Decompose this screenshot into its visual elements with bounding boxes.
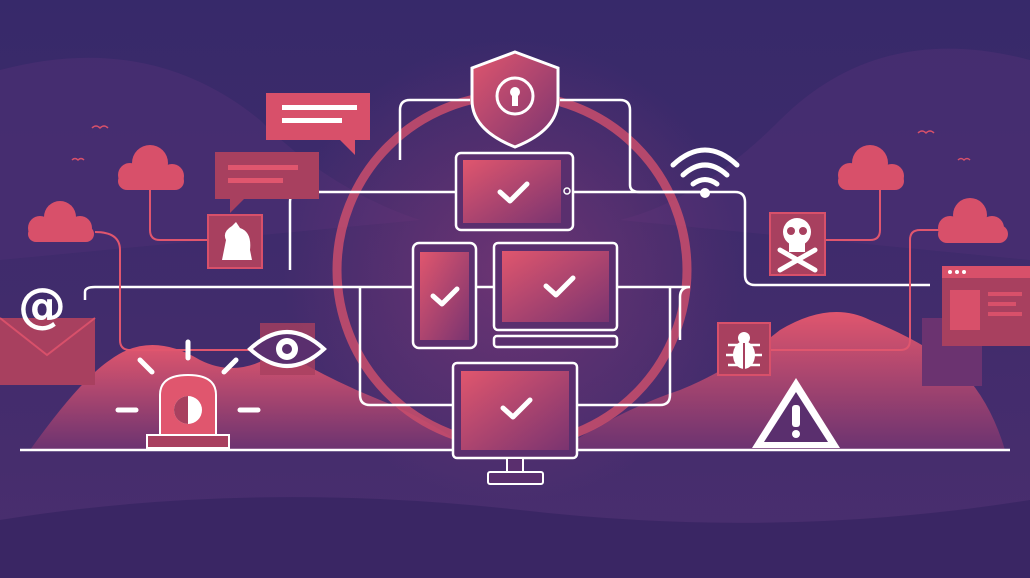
wifi-icon <box>670 147 740 198</box>
network-lines <box>20 98 1010 452</box>
browser-window-icons <box>922 266 1030 386</box>
cloud-icon <box>838 145 904 190</box>
at-symbol: @ <box>18 278 66 334</box>
accent-lines <box>94 190 945 351</box>
checkmark-icon <box>497 181 530 204</box>
eye-icon <box>247 323 327 375</box>
phone-device <box>411 241 478 350</box>
birds <box>71 125 971 162</box>
warning-triangle-icon <box>752 378 840 448</box>
siren-alarm-icon <box>115 339 261 449</box>
checkmark-icon <box>500 397 533 420</box>
tablet-device <box>454 151 575 232</box>
cloud-icon <box>118 145 184 190</box>
shield-lock-icon <box>470 50 560 149</box>
email-envelope-icon <box>0 317 96 385</box>
chess-knight-icon <box>207 214 263 269</box>
monitor-device <box>451 361 579 485</box>
checkmark-icon <box>430 286 460 307</box>
laptop-device <box>492 241 619 349</box>
chat-bubble-icon <box>215 93 370 213</box>
bug-icon <box>717 322 771 376</box>
hill-left <box>30 345 470 450</box>
checkmark-icon <box>543 275 576 298</box>
hill-right <box>560 312 1005 450</box>
cloud-icon <box>28 201 94 242</box>
skull-crossbones-icon <box>769 212 826 276</box>
cloud-icon <box>938 198 1008 243</box>
cloud-icons <box>28 145 1008 243</box>
foreground-wave <box>0 497 1030 578</box>
